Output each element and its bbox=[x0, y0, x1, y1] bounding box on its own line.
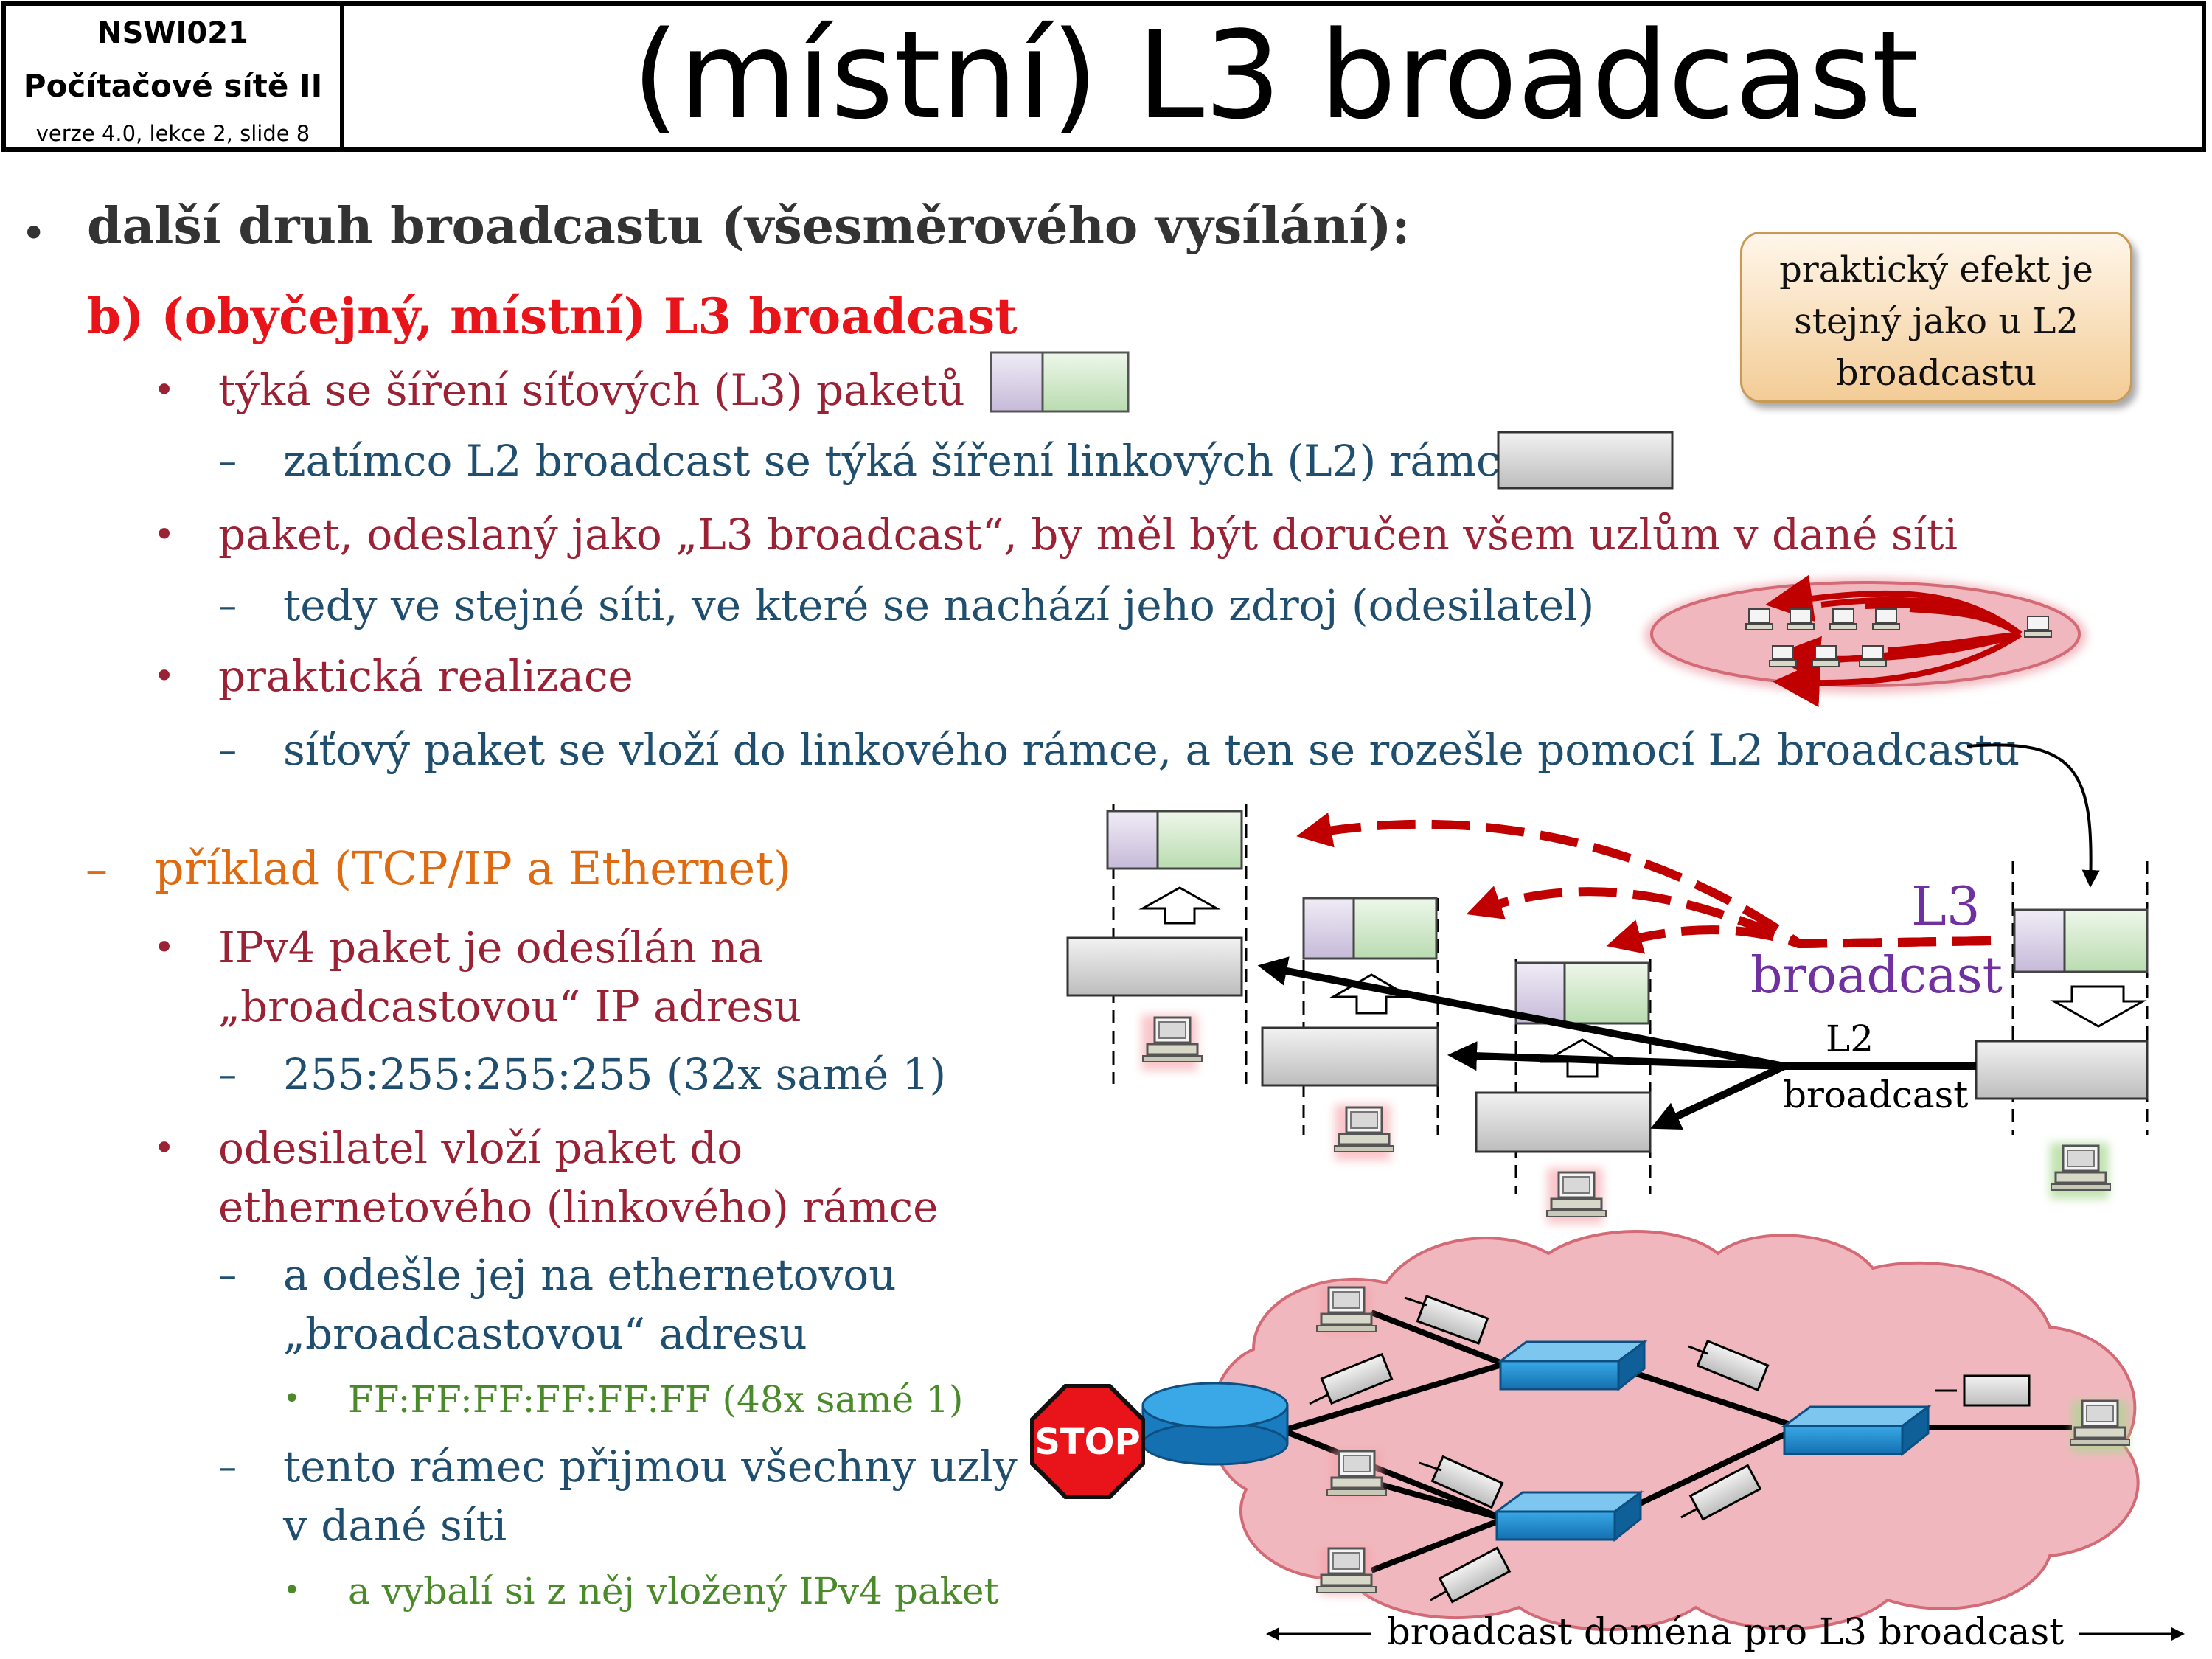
bullet-unpack: a vybalí si z něj vložený IPv4 paket bbox=[348, 1570, 999, 1613]
flow-arrow bbox=[1966, 743, 2100, 888]
bullet-encapsulation: síťový paket se vloží do linkového rámce… bbox=[283, 725, 2020, 775]
callout-box: praktický efekt je stejný jako u L2 broa… bbox=[1740, 232, 2132, 403]
small-network-cloud bbox=[1644, 574, 2087, 708]
bullet-dot: • bbox=[153, 369, 175, 411]
dash-marker: – bbox=[218, 439, 237, 482]
bullet-practical: praktická realizace bbox=[218, 651, 633, 701]
sender-stack bbox=[1975, 908, 2149, 1199]
bullet-dot: • bbox=[153, 655, 175, 698]
bullet-dot: • bbox=[283, 1382, 301, 1416]
cloud-pcs bbox=[1315, 1286, 2131, 1596]
bullet-sender-line2: ethernetového (linkového) rámce bbox=[218, 1182, 939, 1232]
callout-line-2: stejný jako u L2 bbox=[1794, 301, 2079, 342]
course-info-box: NSWI021 Počítačové sítě II verze 4.0, le… bbox=[1, 1, 344, 152]
dash-marker: – bbox=[218, 1053, 237, 1096]
course-version: verze 4.0, lekce 2, slide 8 bbox=[35, 121, 310, 146]
callout-line-1: praktický efekt je bbox=[1779, 249, 2093, 291]
bullet-mac-address: FF:FF:FF:FF:FF:FF (48x samé 1) bbox=[348, 1378, 964, 1421]
l3-broadcast-label: broadcast bbox=[1750, 947, 2003, 1005]
bullet-dot: • bbox=[153, 513, 175, 556]
example-heading: příklad (TCP/IP a Ethernet) bbox=[155, 841, 792, 895]
l2-broadcast-label: broadcast bbox=[1783, 1074, 1968, 1116]
subheading-l3-broadcast: b) (obyčejný, místní) L3 broadcast bbox=[87, 288, 1018, 345]
frame-arrows bbox=[1309, 1295, 2031, 1604]
bullet-ip-address: 255:255:255:255 (32x samé 1) bbox=[283, 1049, 947, 1099]
course-code: NSWI021 bbox=[97, 16, 248, 50]
l2-frame-icon bbox=[1497, 431, 1674, 490]
bullet-main: další druh broadcastu (všesměrového vysí… bbox=[87, 197, 1411, 256]
slide-title: (místní) L3 broadcast bbox=[632, 5, 1919, 146]
bullet-l2-frames: zatímco L2 broadcast se týká šíření link… bbox=[283, 436, 1528, 486]
stop-sign: STOP bbox=[1030, 1384, 1145, 1499]
network-links bbox=[1281, 1310, 2072, 1573]
l3-broadcast-arrows bbox=[1296, 813, 1992, 954]
receiver-stack-2 bbox=[1261, 897, 1439, 1161]
bullet-dot: • bbox=[153, 926, 175, 969]
dash-marker: – bbox=[218, 1253, 237, 1296]
bullet-send-line2: „broadcastovou“ adresu bbox=[283, 1309, 807, 1359]
callout-line-3: broadcastu bbox=[1835, 352, 2037, 394]
bullet-receive-line1: tento rámec přijmou všechny uzly bbox=[283, 1441, 1018, 1492]
slide-header bbox=[1, 1, 2206, 152]
course-name: Počítačové sítě II bbox=[23, 68, 323, 104]
dash-marker: – bbox=[218, 728, 237, 771]
bullet-dot: • bbox=[153, 1127, 175, 1169]
bullet-dot: • bbox=[283, 1573, 301, 1607]
l3-label: L3 bbox=[1911, 875, 1980, 937]
switch-1 bbox=[1497, 1340, 1648, 1392]
dash-marker: – bbox=[218, 1445, 237, 1488]
bullet-ipv4-line1: IPv4 paket je odesílán na bbox=[218, 922, 764, 973]
l2-broadcast-arrows bbox=[1257, 956, 1976, 1130]
router-icon bbox=[1141, 1382, 1289, 1466]
stop-label: STOP bbox=[1034, 1422, 1140, 1463]
bullet-l3-packets: týká se šíření síťových (L3) paketů bbox=[218, 365, 965, 415]
bullet-receive-line2: v dané síti bbox=[283, 1500, 507, 1551]
bullet-ipv4-line2: „broadcastovou“ IP adresu bbox=[218, 981, 801, 1032]
l3-packet-icon bbox=[990, 351, 1130, 413]
bullet-delivered-all: paket, odeslaný jako „L3 broadcast“, by … bbox=[218, 509, 1958, 560]
bullet-sender-line1: odesilatel vloží paket do bbox=[218, 1123, 743, 1173]
switch-2 bbox=[1493, 1490, 1644, 1543]
l2-label: L2 bbox=[1826, 1018, 1874, 1060]
bullet-dot: • bbox=[21, 208, 47, 260]
domain-label: broadcast doména pro L3 broadcast bbox=[1387, 1610, 2065, 1653]
bullet-send-line1: a odešle jej na ethernetovou bbox=[283, 1250, 897, 1300]
receiver-stack-1 bbox=[1066, 810, 1243, 1071]
dash-marker: – bbox=[218, 584, 237, 627]
receiver-stack-3 bbox=[1475, 961, 1652, 1224]
switch-3 bbox=[1781, 1405, 1932, 1457]
dash-marker: – bbox=[86, 844, 108, 895]
bullet-same-network: tedy ve stejné síti, ve které se nachází… bbox=[283, 580, 1595, 630]
